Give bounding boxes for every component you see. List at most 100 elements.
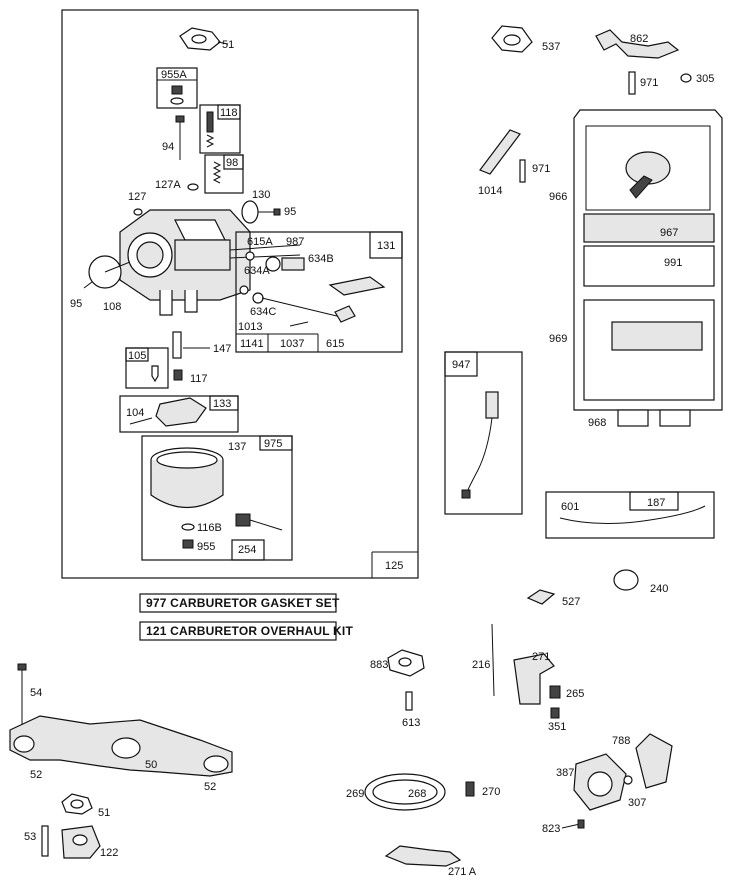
callout-127: 127 <box>128 191 146 203</box>
part-271A-bracket <box>384 845 462 867</box>
part-966-blower-housing <box>573 109 723 427</box>
callout-971-top: 971 <box>640 77 658 89</box>
callout-51-top: 51 <box>222 39 234 51</box>
callout-271A: 271 A <box>448 866 477 878</box>
callout-117: 117 <box>190 373 208 385</box>
callout-971-mid: 971 <box>532 163 550 175</box>
callout-118: 118 <box>220 107 238 119</box>
callout-634A: 634A <box>244 265 270 277</box>
callout-50: 50 <box>145 759 157 771</box>
svg-text:977 CARBURETOR GASKET SET: 977 CARBURETOR GASKET SET <box>146 596 340 610</box>
callout-270: 270 <box>482 786 500 798</box>
inset-955A: 955A <box>156 67 198 109</box>
callout-351: 351 <box>548 721 566 733</box>
callout-955A: 955A <box>161 69 187 81</box>
callout-862: 862 <box>630 33 648 45</box>
part-carburetor-body <box>119 209 301 316</box>
callout-613: 613 <box>402 717 420 729</box>
callout-268: 268 <box>408 788 426 800</box>
part-788-bracket <box>635 733 673 789</box>
part-130-plate <box>241 200 259 224</box>
callout-131: 131 <box>377 240 395 252</box>
callout-94: 94 <box>162 141 174 153</box>
callout-537: 537 <box>542 41 560 53</box>
part-1014-baffle <box>479 129 521 175</box>
part-601-line: 187 601 <box>545 491 715 539</box>
inset-131-throttle: 131 615A 987 634B 634A 634C 1013 1141 10… <box>235 231 403 353</box>
inset-98: 98 <box>204 154 244 194</box>
callout-991: 991 <box>664 257 682 269</box>
callout-240: 240 <box>650 583 668 595</box>
callout-127A: 127A <box>155 179 181 191</box>
part-271-bracket <box>513 653 555 705</box>
callout-615A: 615A <box>247 236 273 248</box>
part-53-bolt <box>41 825 49 857</box>
callout-53: 53 <box>24 831 36 843</box>
part-216-link <box>491 623 495 697</box>
part-537-gasket <box>491 25 533 53</box>
callout-788: 788 <box>612 735 630 747</box>
callout-104: 104 <box>126 407 144 419</box>
callout-883: 883 <box>370 659 388 671</box>
callout-216: 216 <box>472 659 490 671</box>
part-51-gasket <box>179 27 221 51</box>
callout-137: 137 <box>228 441 246 453</box>
part-823-screw <box>561 823 581 829</box>
kit-gasket-set: 977 CARBURETOR GASKET SET <box>139 593 340 613</box>
callout-969: 969 <box>549 333 567 345</box>
callout-116B: 116B <box>197 522 222 534</box>
callout-265: 265 <box>566 688 584 700</box>
callout-95-right: 95 <box>284 206 296 218</box>
callout-98: 98 <box>226 157 238 169</box>
callout-125: 125 <box>385 560 403 572</box>
inset-105: 105 <box>125 347 169 389</box>
part-862-bracket <box>595 29 680 59</box>
callout-967: 967 <box>660 227 678 239</box>
callout-387: 387 <box>556 767 574 779</box>
callout-105: 105 <box>128 350 146 362</box>
callout-955: 955 <box>197 541 215 553</box>
callout-527: 527 <box>562 596 580 608</box>
callout-52-right: 52 <box>204 781 216 793</box>
callout-269: 269 <box>346 788 364 800</box>
callout-305: 305 <box>696 73 714 85</box>
callout-1013: 1013 <box>238 321 262 333</box>
group-frame-125 <box>61 9 419 579</box>
callout-147: 147 <box>213 343 231 355</box>
inset-947-fuel-solenoid: 947 <box>444 351 523 515</box>
callout-52-left: 52 <box>30 769 42 781</box>
callout-823: 823 <box>542 823 560 835</box>
callout-1014: 1014 <box>478 185 502 197</box>
callout-187: 187 <box>647 497 665 509</box>
callout-254: 254 <box>238 544 256 556</box>
callout-1141: 1141 <box>240 338 264 350</box>
callout-1037: 1037 <box>280 338 304 350</box>
callout-966: 966 <box>549 191 567 203</box>
callout-615: 615 <box>326 338 344 350</box>
callout-108: 108 <box>103 301 121 313</box>
kit-overhaul: 121 CARBURETOR OVERHAUL KIT <box>139 621 353 641</box>
part-240 <box>613 569 639 591</box>
callout-122: 122 <box>100 847 118 859</box>
callout-634C: 634C <box>250 306 276 318</box>
callout-130: 130 <box>252 189 270 201</box>
part-527 <box>526 589 556 605</box>
callout-54: 54 <box>30 687 42 699</box>
callout-271: 271 <box>532 651 550 663</box>
callout-634B: 634B <box>308 253 334 265</box>
part-50-manifold <box>9 715 233 777</box>
callout-51-bottom: 51 <box>98 807 110 819</box>
callout-987: 987 <box>286 236 304 248</box>
callout-975: 975 <box>264 438 282 450</box>
inset-118: 118 <box>199 104 241 154</box>
callout-601: 601 <box>561 501 579 513</box>
callout-307: 307 <box>628 797 646 809</box>
carburetor-group: 125 51 955A 118 98 <box>61 9 419 579</box>
inset-133-float: 133 104 <box>119 395 239 433</box>
callout-947: 947 <box>452 359 470 371</box>
callout-95-left: 95 <box>70 298 82 310</box>
part-137-bowl: 975 137 116B 955 254 <box>141 435 293 561</box>
callout-133: 133 <box>213 398 231 410</box>
